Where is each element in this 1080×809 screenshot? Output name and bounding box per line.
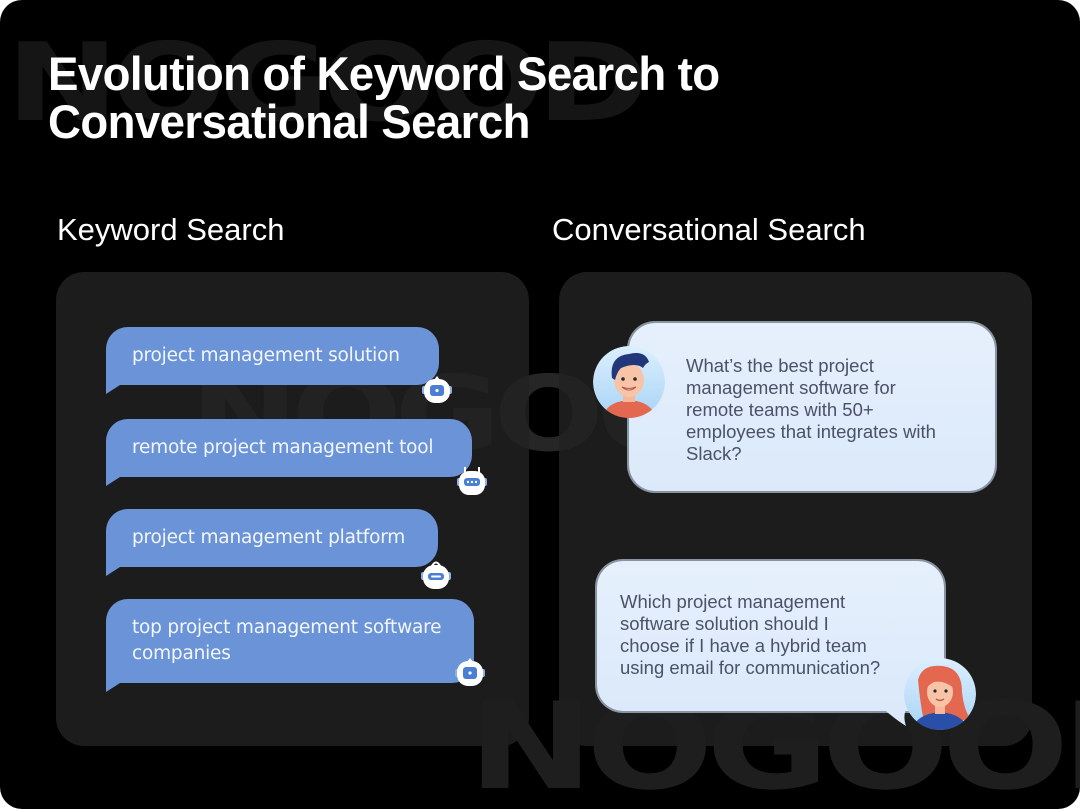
keyword-query-bubble: project management platform <box>106 509 438 576</box>
keyword-query-text: remote project management tool <box>132 437 434 458</box>
watermark-top: NOGOOD <box>6 21 649 146</box>
conversation-message-text: What’s the best project management softw… <box>686 355 936 464</box>
title-line-2: Conversational Search <box>48 95 530 148</box>
keyword-query-text: project management solution <box>132 345 400 366</box>
keyword-search-heading: Keyword Search <box>57 212 285 247</box>
conversational-search-heading: Conversational Search <box>552 212 866 247</box>
keyword-query-bubble: project management solution <box>106 327 439 394</box>
speech-tail-icon <box>880 706 908 726</box>
man-avatar-icon <box>593 346 665 418</box>
keyword-query-text: top project management software companie… <box>132 617 442 664</box>
conversation-message-bubble: Which project management software soluti… <box>597 561 944 711</box>
keyword-query-text: project management platform <box>132 527 406 548</box>
woman-avatar-icon <box>904 658 976 730</box>
conversation-message-bubble: What’s the best project management softw… <box>629 323 995 491</box>
title-line-1: Evolution of Keyword Search to <box>48 47 720 100</box>
page-title: Evolution of Keyword Search to Conversat… <box>48 50 720 146</box>
keyword-query-bubble: top project management software companie… <box>106 599 474 692</box>
robot-icon <box>421 561 451 589</box>
robot-icon <box>455 658 485 686</box>
robot-icon <box>457 467 487 495</box>
robot-icon <box>422 376 452 403</box>
conversation-message-text: Which project management software soluti… <box>620 591 881 678</box>
keyword-query-bubble: remote project management tool <box>106 419 472 486</box>
